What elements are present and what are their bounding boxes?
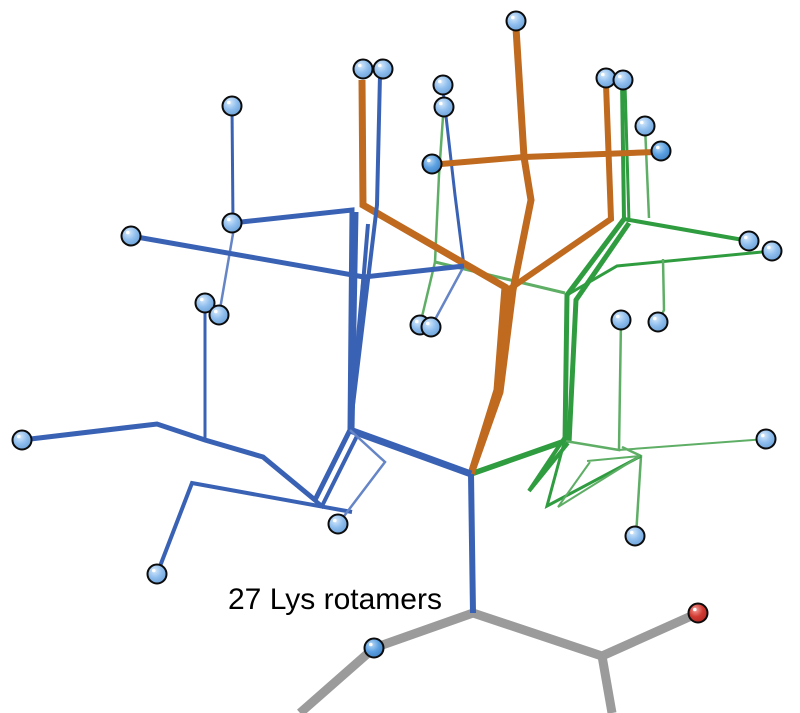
specular-highlight: [227, 100, 231, 105]
bond-blue[interactable]: [441, 89, 466, 267]
specular-highlight: [17, 434, 21, 439]
atom-sphere-light[interactable]: [505, 10, 527, 32]
specular-highlight: [438, 79, 442, 84]
bond-green[interactable]: [470, 438, 566, 477]
bond-green_light[interactable]: [557, 455, 641, 508]
atom-sphere-light[interactable]: [120, 225, 142, 247]
specular-highlight: [653, 316, 657, 321]
atom-sphere-light[interactable]: [221, 95, 243, 117]
bond-orange[interactable]: [440, 154, 525, 167]
bond-blue[interactable]: [348, 426, 473, 478]
bond-blue[interactable]: [155, 480, 353, 575]
atom-sphere-light[interactable]: [352, 58, 374, 80]
atoms-layer: [11, 10, 783, 659]
specular-highlight: [214, 309, 218, 314]
bond-green[interactable]: [566, 221, 632, 444]
atom-sphere-light[interactable]: [11, 429, 33, 451]
bond-green[interactable]: [544, 431, 642, 509]
atom-sphere-red[interactable]: [687, 602, 709, 624]
atom-sphere-light[interactable]: [755, 428, 777, 450]
specular-highlight: [200, 297, 204, 302]
atom-sphere-light[interactable]: [624, 525, 646, 547]
specular-highlight: [640, 120, 644, 125]
bond-blue[interactable]: [230, 105, 235, 225]
atom-sphere-light[interactable]: [372, 58, 394, 80]
atom-sphere-dark[interactable]: [421, 153, 443, 175]
atom-sphere-light[interactable]: [221, 212, 243, 234]
specular-highlight: [415, 319, 419, 324]
bond-green_light[interactable]: [433, 101, 446, 263]
atom-sphere-light[interactable]: [610, 309, 632, 331]
bond-blue[interactable]: [468, 473, 476, 614]
specular-highlight: [126, 230, 130, 235]
specular-highlight: [358, 63, 362, 68]
atom-sphere-light[interactable]: [433, 96, 455, 118]
specular-highlight: [369, 642, 373, 647]
specular-highlight: [601, 72, 605, 77]
specular-highlight: [511, 15, 515, 20]
atom-sphere-light[interactable]: [327, 513, 349, 535]
bond-gray[interactable]: [297, 608, 475, 713]
atom-sphere-light[interactable]: [738, 230, 760, 252]
bond-blue_light[interactable]: [337, 429, 387, 525]
specular-highlight: [618, 74, 622, 79]
atom-sphere-light[interactable]: [647, 311, 669, 333]
bonds-layer: [21, 27, 767, 713]
specular-highlight: [693, 607, 697, 612]
specular-highlight: [227, 217, 231, 222]
specular-highlight: [656, 145, 660, 150]
specular-highlight: [378, 63, 382, 68]
bond-blue[interactable]: [231, 207, 355, 431]
bond-orange[interactable]: [523, 149, 656, 160]
atom-sphere-light[interactable]: [595, 67, 617, 89]
bond-blue_light[interactable]: [429, 265, 466, 328]
bond-gray[interactable]: [597, 655, 617, 713]
specular-highlight: [333, 518, 337, 523]
bond-green[interactable]: [623, 217, 750, 243]
specular-highlight: [427, 158, 431, 163]
specular-highlight: [767, 245, 771, 250]
bond-green[interactable]: [527, 435, 570, 493]
bond-green_light[interactable]: [418, 261, 437, 326]
atom-sphere-light[interactable]: [761, 240, 783, 262]
atom-sphere-light[interactable]: [146, 563, 168, 585]
atom-sphere-light[interactable]: [194, 292, 216, 314]
bond-green[interactable]: [620, 79, 626, 220]
specular-highlight: [616, 314, 620, 319]
bond-green_light[interactable]: [618, 438, 767, 451]
specular-highlight: [426, 321, 430, 326]
specular-highlight: [630, 530, 634, 535]
atom-sphere-light[interactable]: [634, 115, 656, 137]
bond-green[interactable]: [566, 250, 763, 297]
bond-blue[interactable]: [21, 421, 353, 504]
atom-sphere-dark[interactable]: [650, 140, 672, 162]
specular-highlight: [439, 101, 443, 106]
atom-sphere-light[interactable]: [420, 316, 442, 338]
specular-highlight: [152, 568, 156, 573]
bond-orange[interactable]: [467, 27, 535, 476]
bond-green_light[interactable]: [643, 125, 651, 219]
atom-sphere-light[interactable]: [208, 304, 230, 326]
atom-sphere-light[interactable]: [432, 74, 454, 96]
atom-sphere-light[interactable]: [612, 69, 634, 91]
bond-blue_light[interactable]: [217, 227, 236, 316]
specular-highlight: [761, 433, 765, 438]
bond-gray[interactable]: [471, 608, 700, 661]
bond-orange[interactable]: [496, 83, 615, 392]
bond-blue[interactable]: [130, 233, 365, 280]
specular-highlight: [744, 235, 748, 240]
rotamer-count-label: 27 Lys rotamers: [228, 583, 442, 616]
atom-sphere-dark[interactable]: [363, 637, 385, 659]
